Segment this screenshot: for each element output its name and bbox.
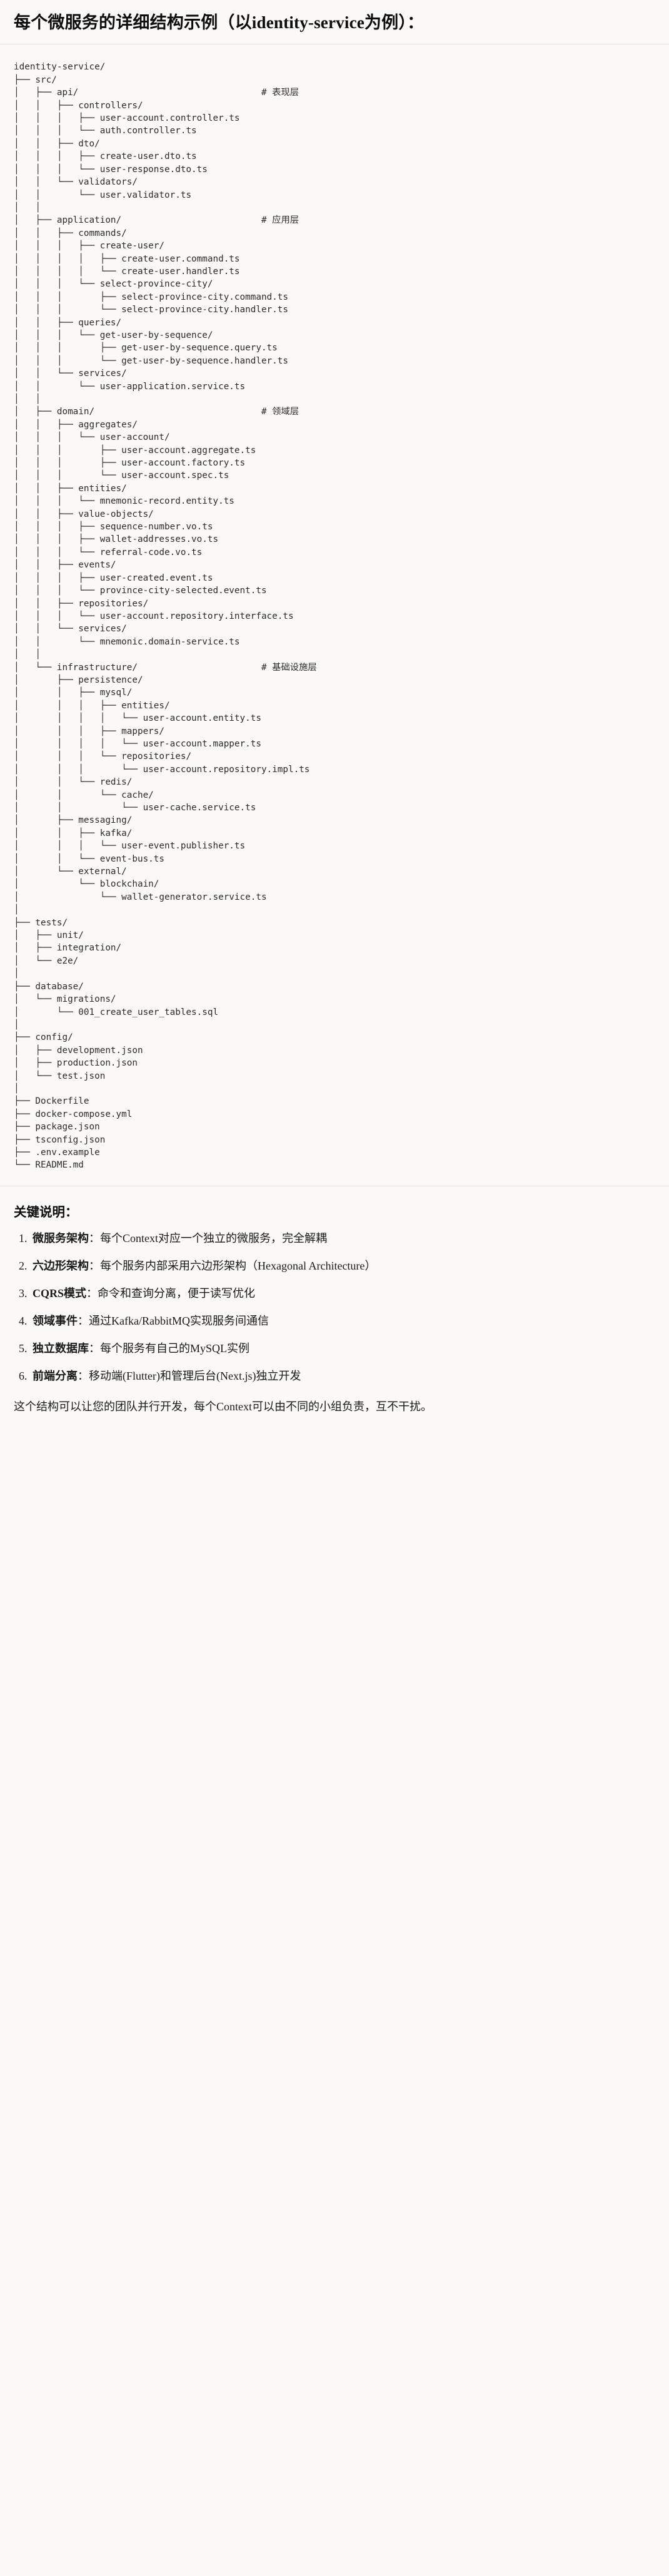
directory-tree: identity-service/ ├── src/ │ ├── api/ # … (14, 62, 317, 1171)
tree-comment: # 应用层 (261, 215, 299, 226)
key-point-term: 领域事件 (33, 1314, 78, 1327)
key-point-item: 六边形架构：每个服务内部采用六边形架构（Hexagonal Architectu… (30, 1258, 655, 1275)
key-point-separator: ： (89, 1259, 100, 1272)
key-point-term: 独立数据库 (33, 1341, 89, 1355)
key-point-item: 前端分离：移动端(Flutter)和管理后台(Next.js)独立开发 (30, 1368, 655, 1385)
key-point-separator: ： (89, 1231, 100, 1245)
directory-tree-block: identity-service/ ├── src/ │ ├── api/ # … (0, 44, 669, 1186)
key-points-list: 微服务架构：每个Context对应一个独立的微服务，完全解耦六边形架构：每个服务… (14, 1230, 655, 1385)
key-points-title: 关键说明： (14, 1205, 78, 1219)
key-point-description: 通过Kafka/RabbitMQ实现服务间通信 (89, 1314, 269, 1327)
key-point-separator: ： (78, 1369, 89, 1382)
key-point-term: 六边形架构 (33, 1259, 89, 1272)
tree-comment: # 领域层 (261, 407, 299, 417)
key-point-description: 每个服务内部采用六边形架构（Hexagonal Architecture） (100, 1259, 376, 1272)
key-point-description: 每个服务有自己的MySQL实例 (100, 1341, 250, 1355)
key-point-item: 微服务架构：每个Context对应一个独立的微服务，完全解耦 (30, 1230, 655, 1247)
key-point-term: 前端分离 (33, 1369, 78, 1382)
key-point-description: 移动端(Flutter)和管理后台(Next.js)独立开发 (89, 1369, 301, 1382)
closing-paragraph: 这个结构可以让您的团队并行开发，每个Context可以由不同的小组负责，互不干扰… (14, 1400, 432, 1413)
tree-comment: # 基础设施层 (261, 662, 317, 673)
key-point-separator: ： (89, 1341, 100, 1355)
key-point-term: 微服务架构 (33, 1231, 89, 1245)
key-point-term: CQRS模式 (33, 1286, 87, 1300)
key-point-description: 每个Context对应一个独立的微服务，完全解耦 (100, 1231, 327, 1245)
key-point-item: 独立数据库：每个服务有自己的MySQL实例 (30, 1340, 655, 1357)
tree-comment: # 表现层 (261, 88, 299, 98)
document-page: 每个微服务的详细结构示例（以identity-service为例）： ident… (0, 0, 669, 1435)
key-points-block: 关键说明： 微服务架构：每个Context对应一个独立的微服务，完全解耦六边形架… (0, 1186, 669, 1435)
key-point-separator: ： (86, 1286, 98, 1300)
key-point-separator: ： (78, 1314, 89, 1327)
key-point-description: 命令和查询分离，便于读写优化 (98, 1286, 256, 1300)
key-point-item: CQRS模式：命令和查询分离，便于读写优化 (30, 1285, 655, 1302)
page-title: 每个微服务的详细结构示例（以identity-service为例）： (14, 13, 425, 32)
key-point-item: 领域事件：通过Kafka/RabbitMQ实现服务间通信 (30, 1313, 655, 1330)
